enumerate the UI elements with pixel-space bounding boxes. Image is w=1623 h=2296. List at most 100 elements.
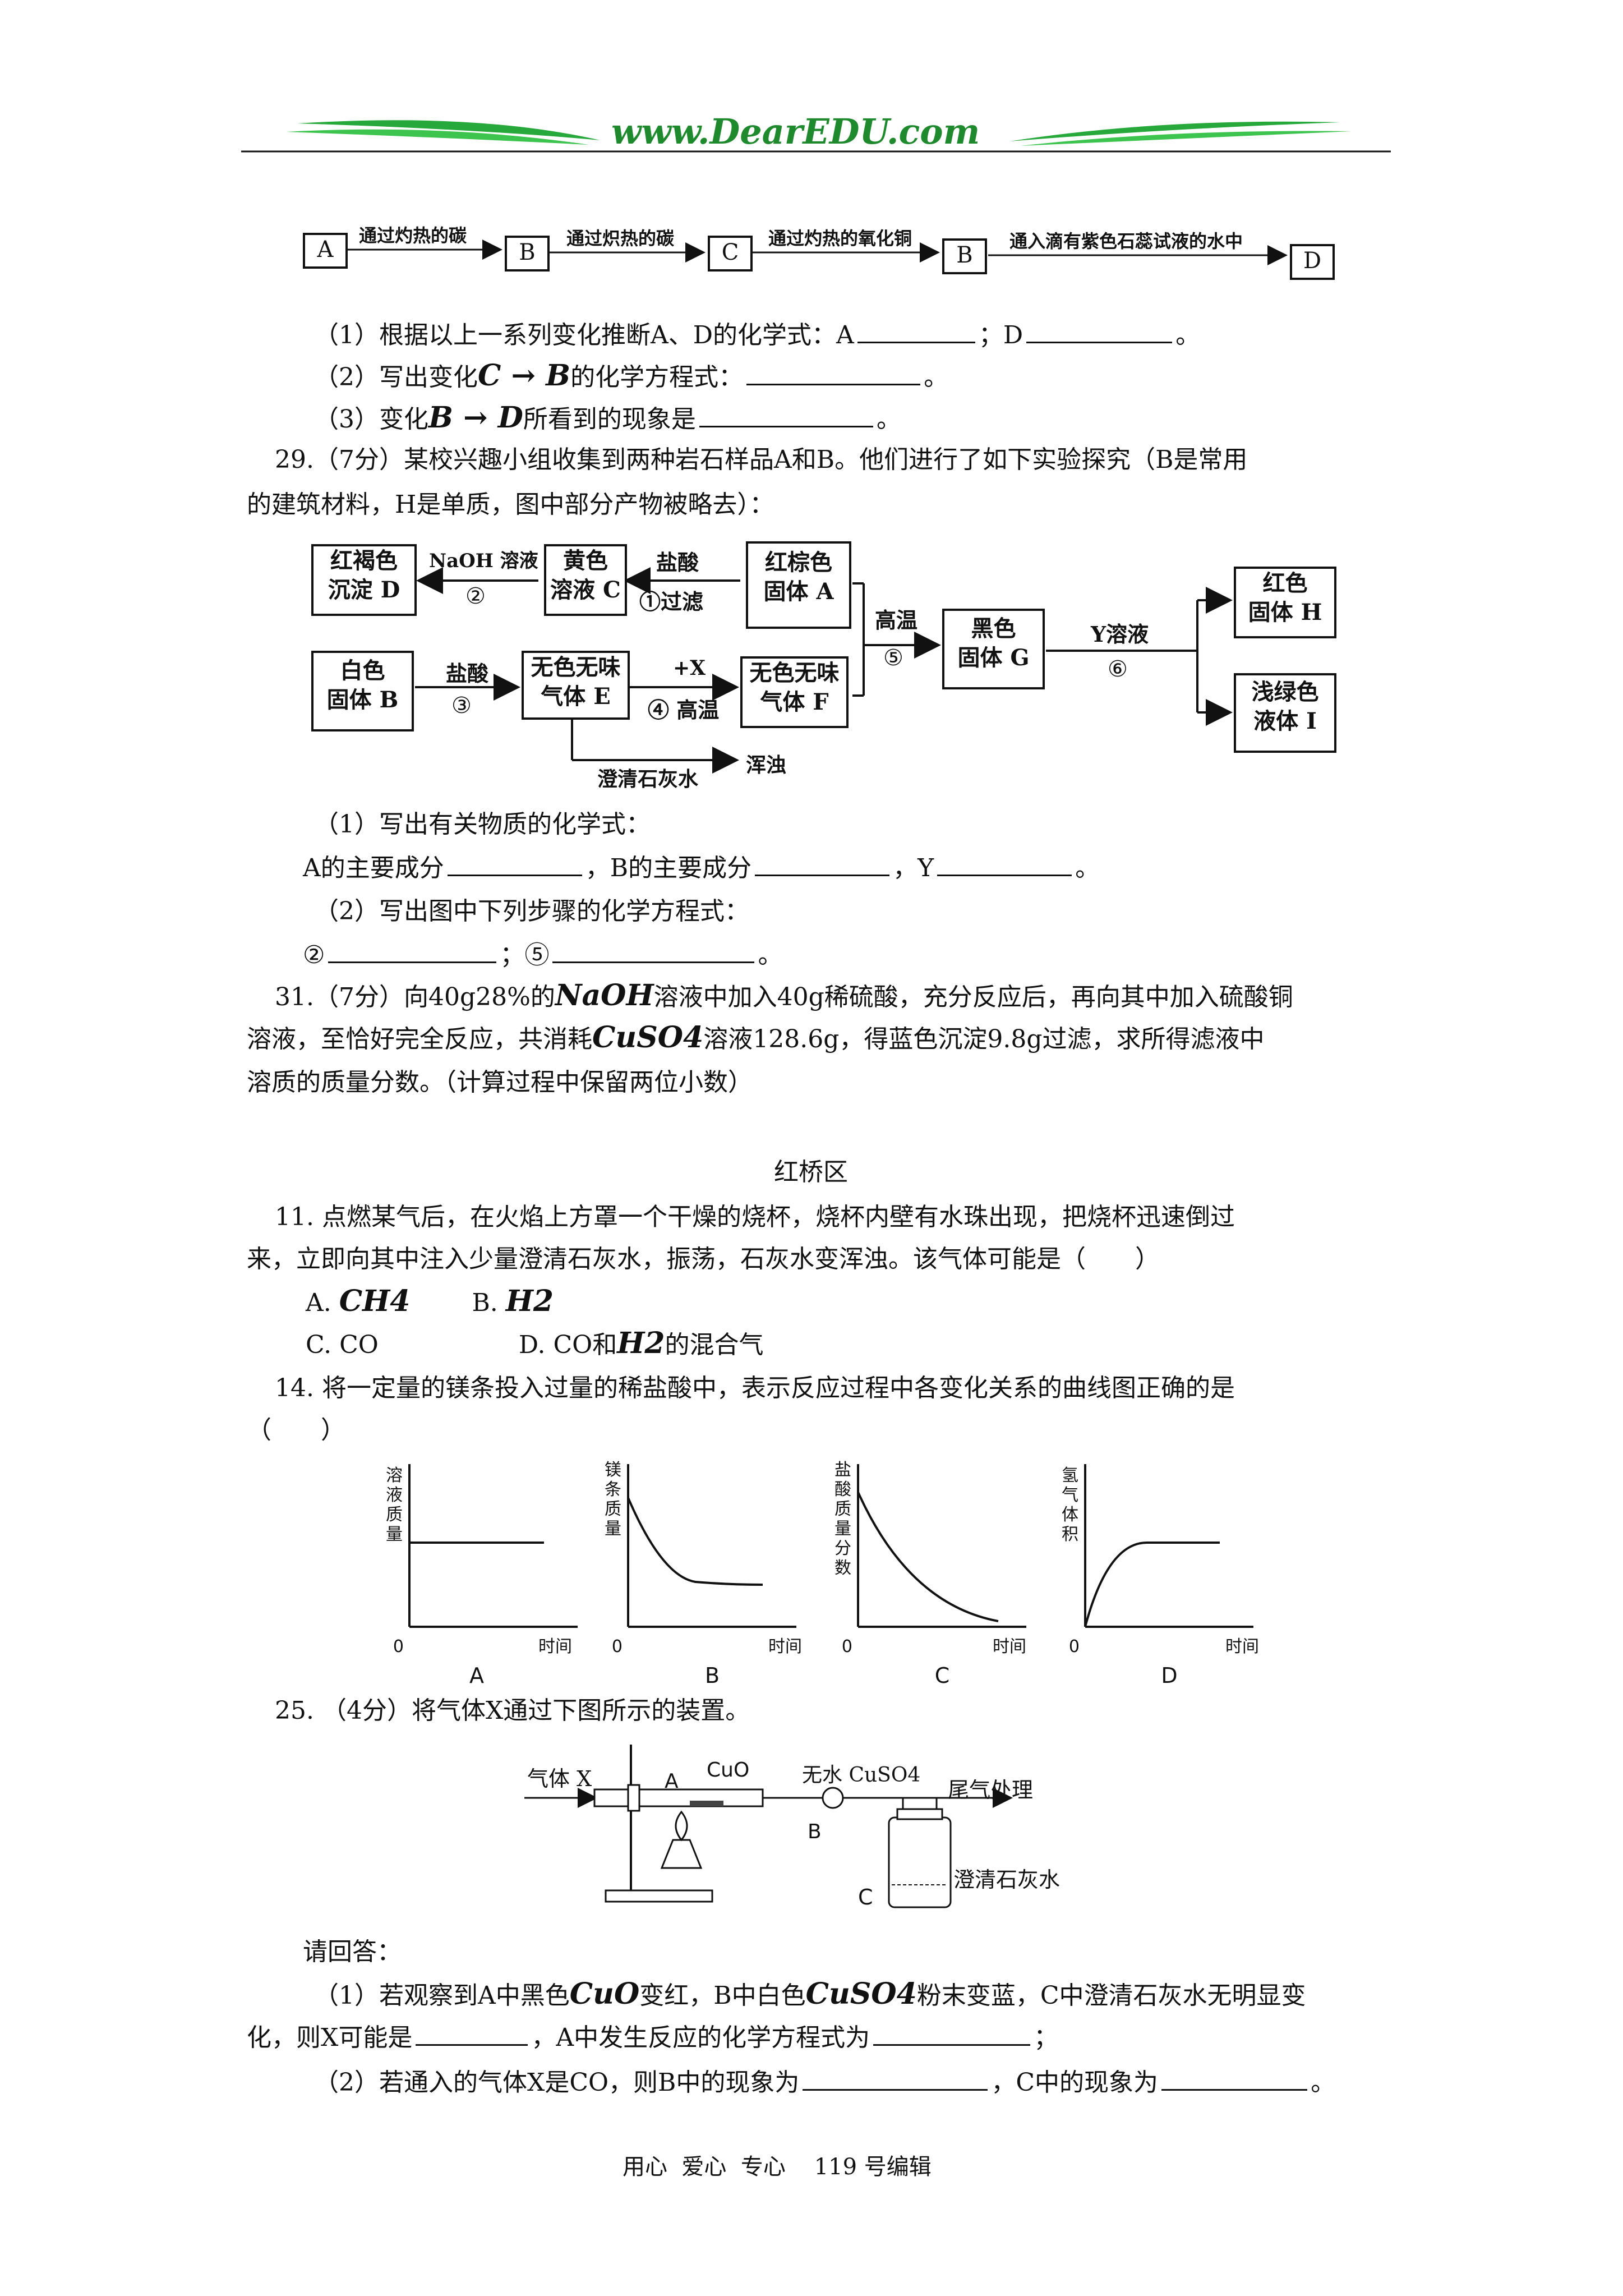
label-high-temp-4: ④ 高温	[648, 697, 720, 723]
box-gas-f: 无色无味气体 F	[740, 656, 849, 728]
label-naoh: NaOH 溶液	[429, 550, 538, 572]
svg-text:量: 量	[386, 1525, 403, 1544]
answer-blank[interactable]	[746, 359, 921, 385]
q29-part2: （2）写出图中下列步骤的化学方程式：	[314, 897, 749, 926]
answer-blank[interactable]	[937, 850, 1072, 876]
label-high-temp-5: 高温	[875, 608, 918, 633]
q29-part1: （1）写出有关物质的化学式：	[314, 810, 651, 839]
q11-stem-1: 11. 点燃某气后，在火焰上方罩一个干燥的烧杯，烧杯内壁有水珠出现，把烧杯迅速倒…	[275, 1203, 1235, 1231]
q25-part1-2: 化，则X可能是，A中发生反应的化学方程式为；	[247, 2019, 1058, 2055]
svg-text:量: 量	[834, 1519, 851, 1539]
svg-text:时间: 时间	[768, 1637, 802, 1657]
label-c: C	[858, 1885, 873, 1910]
q14-stem-1: 14. 将一定量的镁条投入过量的稀盐酸中，表示反应过程中各变化关系的曲线图正确的…	[275, 1374, 1235, 1402]
q25-stem: 25. （4分）将气体X通过下图所示的装置。	[275, 1696, 750, 1725]
q29-stem-2: 的建筑材料，H是单质，图中部分产物被略去）：	[247, 490, 774, 519]
svg-text:积: 积	[1062, 1525, 1078, 1544]
label-step5: ⑤	[883, 645, 903, 671]
label-step3: ③	[451, 693, 472, 719]
svg-text:量: 量	[605, 1519, 621, 1539]
arrow-label-2: 通过炽热的碳	[566, 228, 675, 249]
svg-text:数: 数	[834, 1558, 851, 1578]
label-limewater: 澄清石灰水	[597, 767, 699, 791]
q29-stem-1: 29.（7分）某校兴趣小组收集到两种岩石样品A和B。他们进行了如下实验探究（B是…	[275, 445, 1248, 474]
answer-blank[interactable]	[803, 2064, 988, 2091]
q25-part2: （2）若通入的气体X是CO，则B中的现象为，C中的现象为。	[314, 2064, 1335, 2100]
box-white-solid-b: 白色固体 B	[311, 651, 414, 731]
svg-text:气: 气	[1062, 1485, 1078, 1505]
svg-text:0: 0	[842, 1637, 852, 1657]
svg-text:盐: 盐	[834, 1460, 851, 1480]
svg-text:A: A	[469, 1663, 484, 1688]
svg-text:0: 0	[393, 1637, 404, 1657]
q28-part1: （1）根据以上一系列变化推断A、D的化学式：A；D。	[314, 317, 1200, 352]
answer-blank[interactable]	[1161, 2064, 1308, 2091]
answer-blank[interactable]	[328, 937, 497, 963]
svg-text:条: 条	[605, 1480, 621, 1499]
box-black-solid-g: 黑色固体 G	[942, 609, 1045, 689]
svg-text:质: 质	[605, 1499, 621, 1519]
answer-blank[interactable]	[699, 401, 873, 427]
q25-apparatus: 气体 X A CuO 无水 CuSO4 B 尾气处理 C 澄清石灰水	[522, 1733, 1110, 1924]
svg-text:酸: 酸	[834, 1480, 851, 1499]
arrow-label-1: 通过灼热的碳	[359, 225, 467, 246]
label-hcl-1: 盐酸	[656, 550, 699, 575]
label-step6: ⑥	[1108, 656, 1128, 682]
box-green-liquid-i: 浅绿色液体 I	[1234, 673, 1336, 753]
svg-text:D: D	[1161, 1663, 1177, 1688]
svg-text:0: 0	[1069, 1637, 1080, 1657]
chain-arrows	[347, 240, 1288, 265]
apparatus-svg	[524, 1745, 1013, 1908]
svg-text:时间: 时间	[993, 1637, 1026, 1657]
q29-part1-answers: A的主要成分，B的主要成分，Y。	[303, 850, 1100, 885]
q29-flow-diagram: 红褐色沉淀 D 黄色溶液 C 红棕色固体 A 白色固体 B 无色无味气体 E 无…	[303, 533, 1357, 797]
q25-part1-1: （1）若观察到A中黑色CuO变红，B中白色CuSO4粉末变蓝，C中澄清石灰水无明…	[314, 1977, 1306, 2011]
svg-text:体: 体	[1062, 1505, 1078, 1525]
label-anhydrous-cuso4: 无水 CuSO4	[802, 1764, 921, 1787]
transformation-chain: A B C B D 通过灼热的碳 通过炽热的碳 通过灼热的氧化铜 通入滴有紫色石…	[297, 222, 1363, 283]
label-b: B	[808, 1820, 822, 1843]
svg-text:质: 质	[386, 1505, 403, 1525]
section-title: 红桥区	[774, 1158, 848, 1186]
box-yellow-solution-c: 黄色溶液 C	[544, 544, 627, 616]
q31-stem-2: 溶液，至恰好完全反应，共消耗CuSO4溶液128.6g，得蓝色沉淀9.8g过滤，…	[247, 1020, 1265, 1055]
answer-blank[interactable]	[873, 2019, 1031, 2046]
q14-stem-2: （ ）	[247, 1416, 345, 1444]
answer-blank[interactable]	[416, 2019, 528, 2046]
svg-text:溶: 溶	[386, 1466, 403, 1485]
svg-text:镁: 镁	[605, 1460, 621, 1480]
chain-box-d: D	[1290, 244, 1335, 280]
svg-text:分: 分	[834, 1539, 851, 1558]
q28-part3: （3）变化B → D所看到的现象是。	[314, 401, 901, 435]
svg-text:C: C	[935, 1663, 950, 1688]
svg-text:0: 0	[612, 1637, 623, 1657]
q31-stem-3: 溶质的质量分数。（计算过程中保留两位小数）	[247, 1068, 753, 1097]
box-red-brown-solid-a: 红棕色固体 A	[746, 541, 851, 629]
label-limewater: 澄清石灰水	[953, 1867, 1061, 1892]
q29-part2-answers: ②；⑤。	[303, 937, 782, 972]
chain-box-c: C	[708, 236, 753, 272]
svg-text:时间: 时间	[1225, 1637, 1259, 1657]
label-plus-x: +X	[673, 656, 706, 680]
curve-b	[627, 1497, 763, 1586]
answer-blank[interactable]	[755, 850, 890, 876]
svg-text:质: 质	[834, 1499, 851, 1519]
site-logo: www.DearEDU.com	[611, 111, 980, 152]
answer-blank[interactable]	[1026, 317, 1173, 343]
answer-blank[interactable]	[857, 317, 975, 343]
svg-text:氢: 氢	[1062, 1466, 1078, 1485]
q11-stem-2: 来，立即向其中注入少量澄清石灰水，振荡，石灰水变浑浊。该气体可能是（ ）	[247, 1245, 1160, 1273]
answer-blank[interactable]	[552, 937, 755, 963]
answer-blank[interactable]	[447, 850, 582, 876]
box-red-solid-h: 红色固体 H	[1234, 567, 1336, 638]
label-gas-x: 气体 X	[527, 1766, 592, 1791]
arrow-label-3: 通过灼热的氧化铜	[768, 228, 912, 249]
svg-text:时间: 时间	[538, 1637, 572, 1657]
flow-lines	[415, 567, 1233, 774]
curve-d	[1084, 1542, 1220, 1627]
